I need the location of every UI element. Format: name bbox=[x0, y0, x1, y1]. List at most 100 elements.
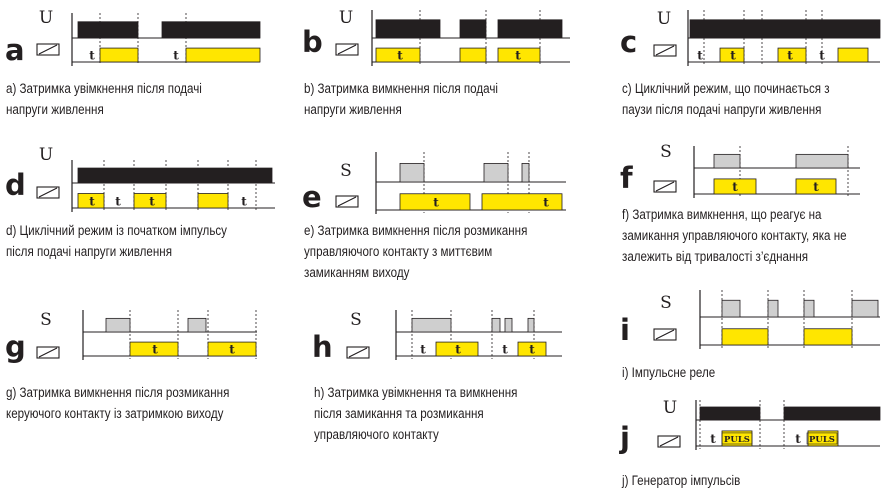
output-active bbox=[99, 47, 139, 63]
supply-pulse bbox=[77, 167, 273, 184]
caption-line: d) Циклічний режим із початком імпульсу bbox=[6, 223, 227, 238]
time-label: t bbox=[152, 343, 158, 357]
contact-pulse bbox=[399, 162, 425, 183]
caption-line: e) Затримка вимкнення після розмикання bbox=[304, 223, 528, 238]
time-label: t bbox=[241, 194, 247, 208]
time-label: t bbox=[397, 49, 403, 63]
caption-c: c) Циклічний режим, що починається з пауз… bbox=[622, 78, 830, 120]
coil-slash bbox=[337, 196, 357, 207]
mode-letter: d bbox=[5, 168, 26, 202]
signal-label: S bbox=[350, 310, 362, 330]
coil-rect bbox=[657, 435, 681, 448]
time-label: t bbox=[730, 49, 736, 63]
caption-line: i) Імпульсне реле bbox=[622, 365, 716, 380]
mode-letter: a bbox=[5, 33, 25, 67]
supply-pulse bbox=[77, 21, 139, 39]
coil-rect bbox=[36, 43, 60, 56]
time-label: t bbox=[543, 195, 549, 209]
time-label: t bbox=[502, 343, 508, 357]
output-active bbox=[837, 47, 869, 63]
mode-letter: j bbox=[619, 421, 630, 455]
coil-symbol-icon bbox=[335, 43, 359, 56]
caption-i: i) Імпульсне реле bbox=[622, 362, 715, 383]
output-active bbox=[481, 193, 563, 211]
output-active bbox=[207, 341, 257, 357]
puls-box bbox=[806, 432, 838, 445]
signal-label: S bbox=[40, 310, 52, 330]
signal-label: S bbox=[660, 142, 672, 162]
caption-line: після подачі напруги живлення bbox=[6, 244, 173, 259]
contact-pulse bbox=[721, 299, 741, 318]
caption-line: g) Затримка вимкнення після розмикання bbox=[6, 385, 230, 400]
coil-slash bbox=[38, 187, 58, 198]
output-active bbox=[77, 193, 105, 209]
contact-pulse bbox=[504, 317, 513, 333]
output-active bbox=[497, 47, 541, 63]
output-active bbox=[713, 178, 757, 195]
contact-pulse bbox=[713, 153, 741, 169]
output-active bbox=[777, 47, 807, 63]
coil-rect bbox=[653, 44, 677, 57]
caption-line: замикання управляючого контакту, яка не bbox=[622, 228, 847, 243]
caption-line: c) Циклічний режим, що починається з bbox=[622, 81, 830, 96]
mode-letter: g bbox=[5, 330, 26, 364]
time-label: t bbox=[813, 180, 819, 194]
caption-line: a) Затримка увімкнення після подачі bbox=[6, 81, 202, 96]
mode-letter: e bbox=[302, 180, 322, 214]
mode-letter: f bbox=[620, 161, 633, 195]
caption-line: напруги живлення bbox=[304, 102, 402, 117]
supply-pulse bbox=[375, 19, 441, 39]
time-label: t bbox=[515, 49, 521, 63]
output-active bbox=[803, 328, 853, 346]
caption-line: напруги живлення bbox=[6, 102, 104, 117]
output-active bbox=[399, 193, 471, 211]
coil-slash bbox=[655, 329, 675, 340]
signal-label: U bbox=[339, 8, 353, 28]
caption-line: керуючого контакту із затримкою виходу bbox=[6, 406, 224, 421]
caption-line: b) Затримка вимкнення після подачі bbox=[304, 81, 498, 96]
coil-rect bbox=[335, 195, 359, 208]
caption-line: управляючого контакту з миттєвим bbox=[304, 244, 493, 259]
contact-pulse bbox=[483, 162, 509, 183]
coil-symbol-icon bbox=[653, 328, 677, 341]
caption-d: d) Циклічний режим із початком імпульсу п… bbox=[6, 220, 227, 262]
contact-pulse bbox=[795, 153, 849, 169]
time-label: t bbox=[732, 180, 738, 194]
output-active bbox=[375, 47, 421, 63]
output-active bbox=[133, 193, 167, 209]
contact-pulse bbox=[411, 317, 452, 333]
caption-a: a) Затримка увімкнення після подачі напру… bbox=[6, 78, 202, 120]
coil-slash bbox=[38, 44, 58, 55]
coil-slash bbox=[337, 44, 357, 55]
coil-slash bbox=[655, 181, 675, 192]
time-label: t bbox=[455, 343, 461, 357]
output-active bbox=[185, 47, 261, 63]
coil-rect bbox=[36, 346, 60, 359]
supply-pulse bbox=[497, 19, 563, 39]
coil-symbol-icon bbox=[36, 346, 60, 359]
output-active bbox=[435, 341, 479, 357]
caption-j: j) Генератор імпульсів bbox=[622, 470, 740, 491]
caption-line: замиканням виходу bbox=[304, 265, 410, 280]
signal-label: S bbox=[340, 161, 352, 181]
time-label: t bbox=[697, 49, 703, 63]
time-label: t bbox=[433, 195, 439, 209]
time-label: t bbox=[819, 49, 825, 63]
coil-slash bbox=[659, 436, 679, 447]
output-active bbox=[197, 193, 229, 209]
output-active bbox=[517, 341, 547, 357]
time-label: t bbox=[795, 432, 801, 446]
time-label: t bbox=[89, 194, 95, 208]
puls-box bbox=[721, 432, 753, 445]
contact-pulse bbox=[851, 299, 879, 318]
caption-line: паузи після подачі напруги живлення bbox=[622, 102, 822, 117]
output-active bbox=[795, 178, 837, 195]
mode-letter: h bbox=[312, 330, 333, 364]
supply-pulse bbox=[699, 406, 761, 421]
output-active bbox=[129, 341, 179, 357]
coil-slash bbox=[655, 45, 675, 56]
coil-rect bbox=[335, 43, 359, 56]
signal-label: U bbox=[39, 8, 53, 28]
